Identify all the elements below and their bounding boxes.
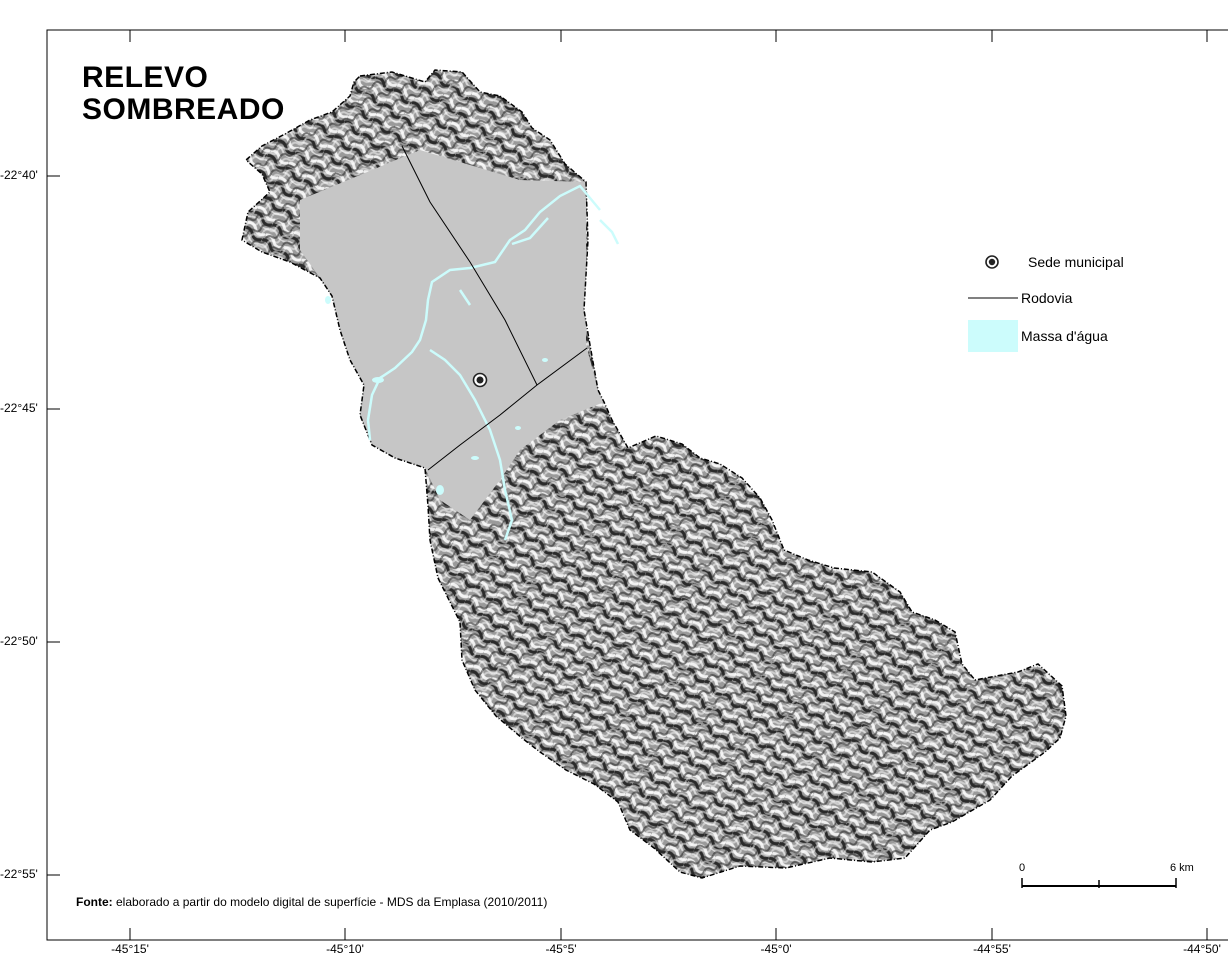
legend-road-label: Rodovia	[1021, 290, 1073, 306]
longitude-label-1: -45°15'	[111, 942, 149, 956]
longitude-label-4: -45°0'	[760, 942, 792, 956]
legend-seat-label: Sede municipal	[1028, 254, 1124, 270]
source-note: Fonte: elaborado a partir do modelo digi…	[76, 895, 547, 909]
longitude-label-6: -44°50'	[1183, 942, 1221, 956]
latitude-label-4: -22°55'	[0, 867, 38, 881]
scale-start-label: 0	[1019, 862, 1026, 874]
title-line-1: RELEVO	[82, 61, 209, 94]
scale-end-label: 6 km	[1170, 862, 1194, 874]
source-prefix: Fonte:	[76, 895, 113, 909]
latitude-label-1: -22°40'	[0, 168, 38, 182]
latitude-label-3: -22°50'	[0, 634, 38, 648]
municipal-seat-marker	[472, 372, 488, 388]
title-line-2: SOMBREADO	[82, 93, 285, 126]
latitude-label-2: -22°45'	[0, 401, 38, 415]
municipality-relief	[242, 70, 1066, 878]
legend-symbols	[968, 255, 1018, 352]
water-bodies	[325, 296, 548, 495]
source-text: elaborado a partir do modelo digital de …	[116, 895, 548, 909]
frame-ticks	[47, 30, 1208, 940]
roads	[401, 145, 588, 471]
legend-water-label: Massa d'água	[1021, 328, 1108, 344]
longitude-label-3: -45°5'	[545, 942, 577, 956]
longitude-label-5: -44°55'	[973, 942, 1011, 956]
scale-bar	[1021, 878, 1177, 888]
map-title: RELEVO SOMBREADO	[82, 62, 285, 126]
longitude-label-2: -45°10'	[326, 942, 364, 956]
map-frame	[46, 29, 1228, 941]
floodplain	[300, 150, 604, 520]
municipality-boundary	[241, 69, 1067, 879]
